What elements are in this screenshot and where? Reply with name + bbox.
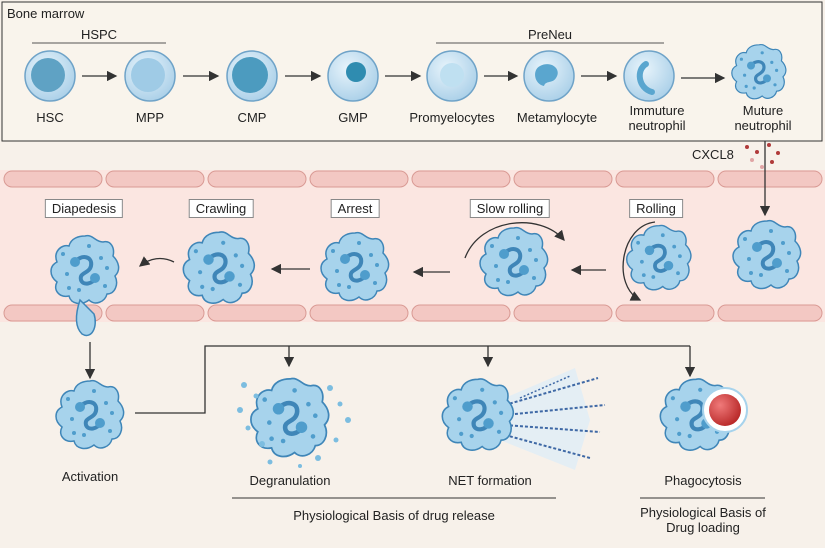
cmp-cell [226, 50, 278, 102]
phagocytosis-label: Phagocytosis [664, 473, 742, 488]
step-slow-rolling: Slow rolling [469, 199, 551, 218]
function-branch-line [135, 345, 690, 414]
degranulation-label: Degranulation [249, 473, 331, 488]
net-fibers [500, 368, 606, 470]
hspc-label: HSPC [80, 27, 118, 42]
mpp-cell [124, 50, 176, 102]
promyelocyte-cell [426, 50, 478, 102]
activated-neutrophil [54, 378, 126, 451]
gmp-cell [327, 50, 379, 102]
stage-label-hsc: HSC [36, 110, 64, 125]
blood-vessel [0, 170, 825, 322]
rolling-rotation-arrow [622, 221, 656, 301]
slow-rolling-rotation-arrow [464, 222, 565, 259]
netting-neutrophil [442, 379, 513, 450]
preneu-label: PreNeu [527, 27, 573, 42]
immature-neutrophil-cell [623, 50, 675, 102]
metamyelocyte-cell [523, 50, 575, 102]
stage-label-mpp: MPP [135, 110, 165, 125]
diapedesis-protrusion [75, 298, 96, 337]
granules [237, 382, 351, 468]
stage-label-promyelocytes: Promyelocytes [409, 110, 495, 125]
stage-label-metamylocyte: Metamylocyte [516, 110, 598, 125]
bone-marrow-title: Bone marrow [7, 6, 85, 21]
stage-label-cmp: CMP [237, 110, 267, 125]
stage-label-gmp: GMP [338, 110, 368, 125]
activation-label: Activation [61, 469, 119, 484]
drug-loading-basis-label: Physiological Basis of Drug loading [640, 505, 766, 535]
cxcl8-dots [745, 143, 780, 169]
step-rolling: Rolling [629, 199, 683, 218]
step-crawling: Crawling [188, 199, 254, 218]
cxcl8-label: CXCL8 [692, 147, 734, 162]
hsc-cell [24, 50, 76, 102]
endothelium-top [3, 170, 823, 188]
step-arrest: Arrest [330, 199, 380, 218]
bacterium [709, 394, 741, 426]
stage-label-mature-neutrophil: Muture neutrophil [734, 103, 792, 133]
step-diapedesis: Diapedesis [44, 199, 124, 218]
drug-release-basis-label: Physiological Basis of drug release [293, 508, 495, 523]
net-formation-label: NET formation [448, 473, 532, 488]
stage-label-immature-neutrophil: Immuture neutrophil [628, 103, 686, 133]
